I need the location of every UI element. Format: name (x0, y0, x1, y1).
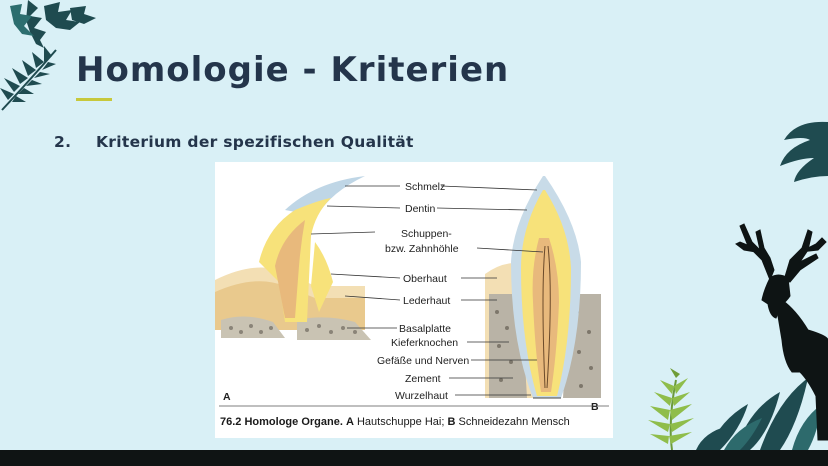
shark-scale-drawing (215, 176, 371, 340)
figure-caption: 76.2 Homologe Organe. A Hautschuppe Hai;… (220, 416, 570, 428)
label-basalplatte: Basalplatte (399, 323, 451, 335)
panel-label-b: B (591, 401, 599, 413)
homology-figure: Schmelz Dentin Schuppen- bzw. Zahnhöhle … (215, 162, 613, 438)
caption-number: 76.2 (220, 416, 242, 428)
criterion-heading: 2. Kriterium der spezifischen Qualität (54, 133, 414, 151)
slide-title: Homologie - Kriterien (76, 50, 510, 90)
label-zement: Zement (405, 373, 441, 385)
criterion-text: Kriterium der spezifischen Qualität (96, 133, 414, 151)
label-schmelz: Schmelz (405, 181, 445, 193)
tooth-scale-diagram: Schmelz Dentin Schuppen- bzw. Zahnhöhle … (215, 176, 609, 413)
label-wurzelhaut: Wurzelhaut (395, 390, 448, 402)
label-gefaesse: Gefäße und Nerven (377, 355, 469, 367)
label-schuppen-line1: Schuppen- (401, 228, 452, 240)
label-schuppen-line2: bzw. Zahnhöhle (385, 243, 459, 255)
criterion-number: 2. (54, 133, 72, 151)
bottom-bar (0, 450, 828, 466)
label-lederhaut: Lederhaut (403, 295, 450, 307)
label-dentin: Dentin (405, 203, 436, 215)
caption-title: Homologe Organe. (244, 416, 343, 428)
title-underline (76, 98, 112, 101)
fern-leaf-icon (648, 368, 694, 451)
caption-b-letter: B (447, 416, 456, 428)
leader-lines (310, 185, 544, 396)
monstera-leaf-icon (780, 121, 828, 182)
caption-b-text: Schneidezahn Mensch (458, 416, 570, 428)
caption-a-text: Hautschuppe Hai; (356, 416, 445, 428)
human-incisor-drawing (485, 176, 601, 399)
panel-label-a: A (223, 391, 231, 403)
caption-a-letter: A (345, 416, 354, 428)
label-kieferknochen: Kieferknochen (391, 337, 458, 349)
label-oberhaut: Oberhaut (403, 273, 447, 285)
